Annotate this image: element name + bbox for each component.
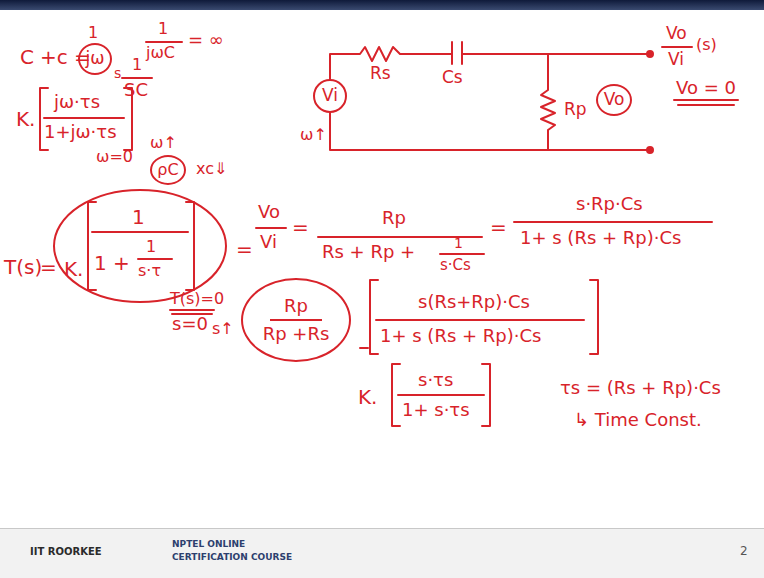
handwritten-text: T(s)=0 xyxy=(170,290,224,308)
fraction-bar xyxy=(440,253,484,255)
handwritten-text: 1 xyxy=(158,20,168,38)
handwritten-text: Vo xyxy=(258,202,280,222)
handwritten-text: Vi xyxy=(668,50,684,69)
handwritten-text: ω↑ xyxy=(300,126,327,144)
terminal-dot xyxy=(647,51,653,57)
fraction-bar xyxy=(514,221,712,223)
handwritten-text: 1+ s (Rs + Rp)·Cs xyxy=(380,326,541,346)
handwritten-text: 1 xyxy=(132,56,142,74)
handwritten-text: T(s) xyxy=(4,256,42,278)
circled-term: ρC xyxy=(150,155,186,185)
handwritten-text: 1+ s (Rs + Rp)·Cs xyxy=(520,228,681,248)
handwritten-text: Rs + Rp + xyxy=(322,242,415,262)
term-text: Rp xyxy=(270,296,322,321)
terminal-dot xyxy=(647,147,653,153)
handwritten-text: s xyxy=(114,66,121,81)
capacitor-symbol xyxy=(452,42,462,64)
fraction-bar xyxy=(398,394,484,396)
footer-text: IIT ROORKEE xyxy=(30,546,102,557)
fraction-bar xyxy=(256,227,286,229)
handwritten-text: K. xyxy=(16,108,35,130)
bracket xyxy=(88,202,194,290)
bracket xyxy=(392,364,490,426)
handwritten-text: Rp xyxy=(382,208,406,228)
fraction-bar xyxy=(44,117,124,119)
handwritten-text: s↑ xyxy=(212,320,234,338)
bracket xyxy=(40,88,132,150)
handwritten-text: +c = xyxy=(40,46,91,68)
handwritten-text: SC xyxy=(124,80,148,100)
handwritten-text: τs = (Rs + Rp)·Cs xyxy=(560,378,721,398)
handwritten-text: s·Rp·Cs xyxy=(576,194,643,214)
handwritten-text: ω=0 xyxy=(96,148,133,166)
fraction-bar xyxy=(146,41,182,43)
footer-text: CERTIFICATION COURSE xyxy=(172,553,292,563)
term-text: Vi xyxy=(322,86,338,106)
circled-term: jω xyxy=(78,43,112,75)
handwritten-text: s·Cs xyxy=(440,257,471,274)
handwritten-text: 1+ s·τs xyxy=(402,400,470,420)
handwritten-text: ω↑ xyxy=(150,134,177,152)
circled-term: Vo xyxy=(596,84,632,116)
term-text: Vo xyxy=(604,90,625,110)
handwritten-text: 1 xyxy=(454,236,463,251)
top-band xyxy=(0,0,764,10)
handwritten-text: 1+jω·τs xyxy=(44,122,117,142)
handwritten-text: = xyxy=(292,216,309,238)
handwritten-text: Vi xyxy=(260,232,277,252)
bracket xyxy=(370,280,598,354)
handwritten-text: K. xyxy=(64,258,83,280)
footer-text: NPTEL ONLINE xyxy=(172,540,245,550)
handwritten-text: Vo = 0 xyxy=(676,78,736,98)
handwritten-text: s·τ xyxy=(138,262,161,280)
handwritten-text: = xyxy=(236,238,253,260)
term-text: Rp +Rs xyxy=(263,321,330,345)
handwritten-text: = xyxy=(40,256,57,278)
handwritten-text: jωC xyxy=(146,44,175,62)
handwritten-text: jω·τs xyxy=(54,92,100,112)
circled-term: Vi xyxy=(313,79,347,113)
handwritten-text: xc⇓ xyxy=(196,160,227,178)
emphasis-ellipse xyxy=(54,190,226,302)
handwritten-text: (s) xyxy=(696,36,717,54)
term-text: jω xyxy=(86,49,105,69)
handwritten-text: C xyxy=(20,46,34,68)
handwritten-text: Rs xyxy=(370,64,391,83)
wire xyxy=(330,113,650,150)
handwritten-text: 1 xyxy=(146,238,156,256)
circled-term: RpRp +Rs xyxy=(241,278,351,362)
fraction-bar xyxy=(92,231,188,233)
footer-text: 2 xyxy=(740,545,748,558)
handwritten-text: Vo xyxy=(666,24,687,43)
term-text: ρC xyxy=(157,161,178,179)
fraction-bar xyxy=(122,77,152,79)
handwritten-text: = ∞ xyxy=(188,30,224,50)
underline xyxy=(674,100,738,105)
handwritten-text: 1 + xyxy=(94,252,130,274)
wire xyxy=(462,53,650,55)
handwritten-text: s=0 xyxy=(172,314,208,334)
fraction-bar xyxy=(376,319,584,321)
wire xyxy=(330,47,452,79)
footer-band xyxy=(0,528,764,578)
handwritten-text: 1 xyxy=(132,206,145,228)
handwritten-text: Cs xyxy=(442,68,463,87)
handwritten-text: ↳ Time Const. xyxy=(574,410,702,430)
handwritten-text: 1 xyxy=(88,24,98,42)
handwritten-text: K. xyxy=(358,386,377,408)
handwritten-text: s(Rs+Rp)·Cs xyxy=(418,292,530,312)
resistor-symbol xyxy=(541,54,555,150)
fraction-bar xyxy=(138,258,172,260)
handwritten-text: = xyxy=(490,216,507,238)
fraction-bar xyxy=(662,46,692,48)
handwritten-text: s·τs xyxy=(418,370,453,390)
handwritten-text: Rp xyxy=(564,100,587,119)
underline xyxy=(360,347,368,349)
